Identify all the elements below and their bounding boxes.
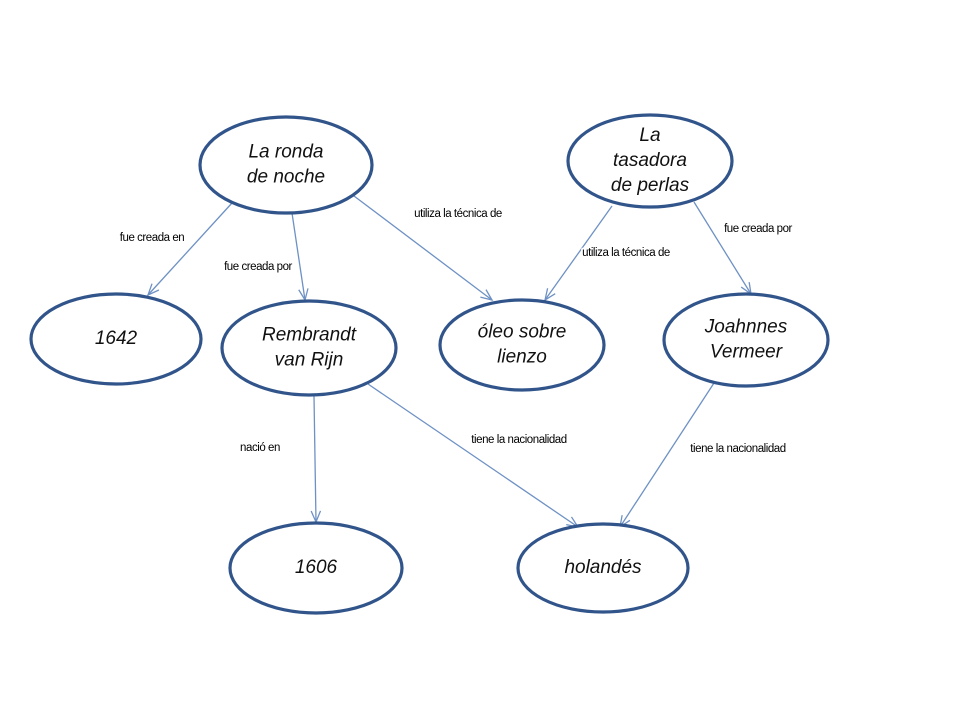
node-ellipse[interactable]: [220, 299, 398, 397]
edge-label-e1: fue creada en: [120, 232, 185, 244]
node-ellipse[interactable]: [516, 522, 690, 614]
arrowhead-icon: [480, 289, 494, 302]
edge-label-halo: fue creada por: [224, 261, 292, 273]
node-label: 1606: [295, 557, 338, 578]
edge-label-halo: utiliza la técnica de: [414, 208, 502, 220]
node-ellipse[interactable]: [198, 115, 374, 215]
edge-label-halo: utiliza la técnica de: [582, 247, 670, 259]
node-label: 1642: [95, 328, 138, 349]
edge-label-e6: nació en: [240, 442, 280, 454]
node-ellipse[interactable]: [566, 113, 734, 209]
edge-label-halo: fue creada por: [724, 223, 792, 235]
edge-ronda-to-oleo: [353, 195, 494, 302]
edge-tasadora-to-oleo: [544, 205, 613, 302]
edge-line: [693, 201, 752, 295]
edge-label-halo: fue creada en: [120, 232, 185, 244]
edge-label-e4: utiliza la técnica de: [582, 247, 670, 259]
edge-label-halo: tiene la nacionalidad: [471, 434, 566, 446]
node-label: holandés: [564, 557, 642, 578]
edge-line: [313, 395, 317, 523]
node-ellipse[interactable]: [228, 521, 404, 615]
edge-ronda-to-rembrandt: [291, 212, 309, 302]
edge-ronda-to-1642: [146, 202, 233, 297]
edge-rembrandt-to-holandes: [367, 383, 580, 528]
node-ellipse[interactable]: [438, 298, 606, 392]
node-holandes[interactable]: holandés: [516, 522, 690, 614]
edge-line: [291, 212, 306, 301]
edge-label-e5: fue creada por: [724, 223, 792, 235]
edge-tasadora-to-vermeer: [693, 201, 752, 296]
arrowhead-icon: [146, 283, 160, 297]
node-1606[interactable]: 1606: [228, 521, 404, 615]
edge-line: [147, 202, 233, 296]
edge-line: [619, 382, 715, 528]
node-ellipse[interactable]: [662, 292, 830, 388]
edge-label-halo: nació en: [240, 442, 280, 454]
edge-label-halo: tiene la nacionalidad: [690, 443, 785, 455]
edge-label-e7: tiene la nacionalidad: [471, 434, 566, 446]
edge-line: [367, 383, 579, 528]
arrowhead-icon: [740, 282, 752, 296]
node-1642[interactable]: 1642: [29, 292, 203, 386]
edge-line: [544, 205, 613, 301]
arrowhead-icon: [544, 288, 556, 302]
edge-label-e2: fue creada por: [224, 261, 292, 273]
edge-label-e8: tiene la nacionalidad: [690, 443, 785, 455]
edge-line: [353, 195, 493, 301]
edge-label-e3: utiliza la técnica de: [414, 208, 502, 220]
node-ellipse[interactable]: [29, 292, 203, 386]
edge-rembrandt-to-1606: [310, 395, 322, 524]
